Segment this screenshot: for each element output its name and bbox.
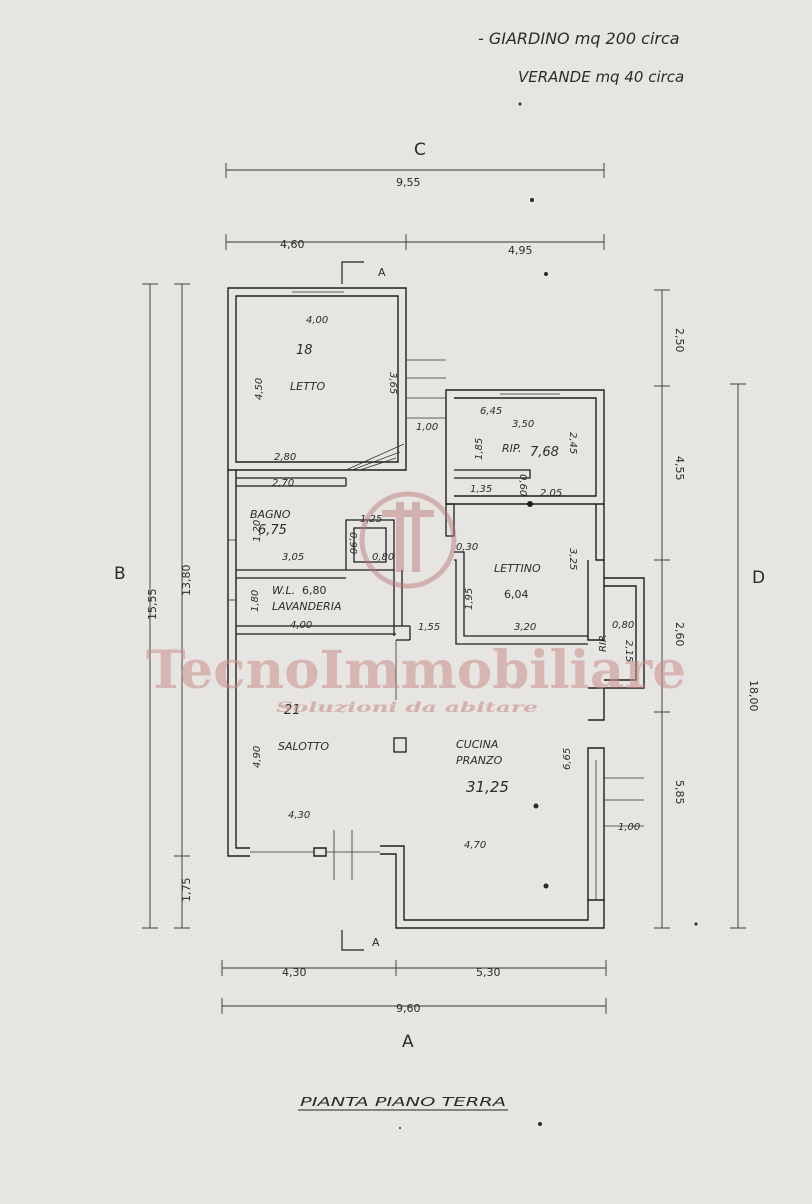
dim-letto-w: 4,00 [306, 315, 328, 326]
paper-specks [399, 102, 698, 1129]
column-dot [527, 501, 533, 507]
dim-left-outer: 15,55 [146, 589, 159, 621]
dim-bottom-right: 5,30 [476, 966, 501, 979]
dim-lav-w: 4,00 [290, 620, 312, 631]
dim-letto-bottom: 2,80 [274, 452, 296, 463]
dim-bagno-bottom: 3,05 [282, 552, 304, 563]
bottom-dimension-lines [221, 960, 607, 1014]
watermark-brand: TecnoImmobiliare [146, 640, 686, 701]
dim-cucina-w: 4,70 [464, 840, 486, 851]
door-details [228, 291, 644, 900]
note-verande: VERANDE mq 40 circa [518, 68, 684, 86]
dim-rip-small2: 0,60 [517, 474, 528, 496]
dim-letto-h: 4,50 [254, 378, 265, 400]
dim-bagno-w: 2,70 [272, 478, 294, 489]
dim-cucina-h: 6,65 [562, 748, 573, 770]
dim-bagno-nook-d: 0,90 [347, 532, 358, 554]
left-dimension-lines [142, 283, 190, 929]
dim-lettino-h: 1,95 [464, 588, 475, 610]
chimney-symbol [393, 737, 407, 753]
dim-bagno-h: 1,20 [252, 520, 263, 542]
dim-lav-h: 1,80 [250, 590, 261, 612]
dim-rip2-h: 2,15 [623, 640, 634, 662]
bagno-area: 6,75 [258, 523, 287, 538]
exterior-walls [227, 287, 645, 929]
dim-salotto-h: 4,90 [252, 746, 263, 768]
side-label-right: D [752, 568, 765, 588]
room-lettino: LETTINO [494, 562, 541, 575]
dim-lettino-w: 3,20 [514, 622, 536, 633]
dim-rip-bottom: 2,05 [540, 488, 562, 499]
section-label-bottom: A [372, 936, 380, 949]
dim-left-inner: 13,80 [180, 565, 193, 597]
room-salotto: SALOTTO [278, 740, 329, 753]
watermark-tagline: Soluzioni da abitare [276, 700, 538, 716]
dim-left-bottom: 1,75 [180, 878, 193, 903]
dim-rip-h: 1,85 [474, 438, 485, 460]
dim-letto-side: 3,65 [387, 372, 398, 394]
room-bagno: BAGNO [250, 508, 291, 521]
rip-area: 7,68 [530, 445, 559, 460]
plan-caption: PIANTA PIANO TERRA [300, 1095, 506, 1109]
dim-bagno-nook-b: 0,80 [372, 552, 394, 563]
salotto-area: 21 [284, 703, 301, 718]
dim-bottom-total: 9,60 [396, 1002, 421, 1015]
room-wl: W.L. [272, 584, 295, 597]
room-cucina: CUCINA [456, 738, 498, 751]
dim-bottom-left: 4,30 [282, 966, 307, 979]
dim-corridor: 1,00 [416, 422, 438, 433]
dim-right-d: 5,85 [673, 780, 686, 805]
dim-veranda-d: 1,00 [618, 822, 640, 833]
side-label-bottom: A [402, 1032, 414, 1052]
room-rip: RIP. [502, 442, 522, 455]
dim-top-right: 4,95 [508, 244, 533, 257]
section-mark-bottom [341, 930, 364, 951]
room-lavanderia: LAVANDERIA [272, 600, 341, 613]
cucina-area: 31,25 [466, 778, 509, 796]
dim-top-total: 9,55 [396, 176, 421, 189]
dim-right-a: 2,50 [673, 328, 686, 353]
right-dimension-lines [654, 289, 746, 929]
interior-walls [236, 469, 588, 645]
dim-salotto-w: 4,30 [288, 810, 310, 821]
dim-rip-small1: 1,35 [470, 484, 492, 495]
dim-rip-side: 2,45 [567, 432, 578, 454]
rip-corner: 6,45 [480, 406, 502, 417]
letto-area: 18 [296, 343, 313, 358]
dim-top-left: 4,60 [280, 238, 305, 251]
dim-right-outer: 18,00 [747, 680, 760, 712]
dim-rip2-w: 0,80 [612, 620, 634, 631]
side-label-left: B [114, 564, 126, 584]
dim-lettino-small: 0,30 [456, 542, 478, 553]
section-label-top: A [378, 266, 386, 279]
lav-area: 6,80 [302, 584, 327, 597]
note-garden: - GIARDINO mq 200 circa [478, 29, 680, 48]
lettino-area: 6,04 [504, 588, 529, 601]
side-label-top: C [414, 140, 426, 160]
room-rip2: RIP. [598, 634, 609, 652]
section-mark-top [341, 261, 364, 284]
watermark-logo [359, 491, 457, 589]
dim-lettino-side: 3,25 [567, 548, 578, 570]
dim-lav-mid: 1,55 [418, 622, 440, 633]
dim-rip-w: 3,50 [512, 419, 534, 430]
dim-right-c: 2,60 [673, 622, 686, 647]
top-dimension-lines [225, 163, 605, 250]
room-pranzo: PRANZO [456, 754, 503, 767]
room-letto: LETTO [290, 380, 326, 393]
dim-bagno-nook-w: 1,25 [360, 514, 382, 525]
dim-right-b: 4,55 [673, 456, 686, 481]
